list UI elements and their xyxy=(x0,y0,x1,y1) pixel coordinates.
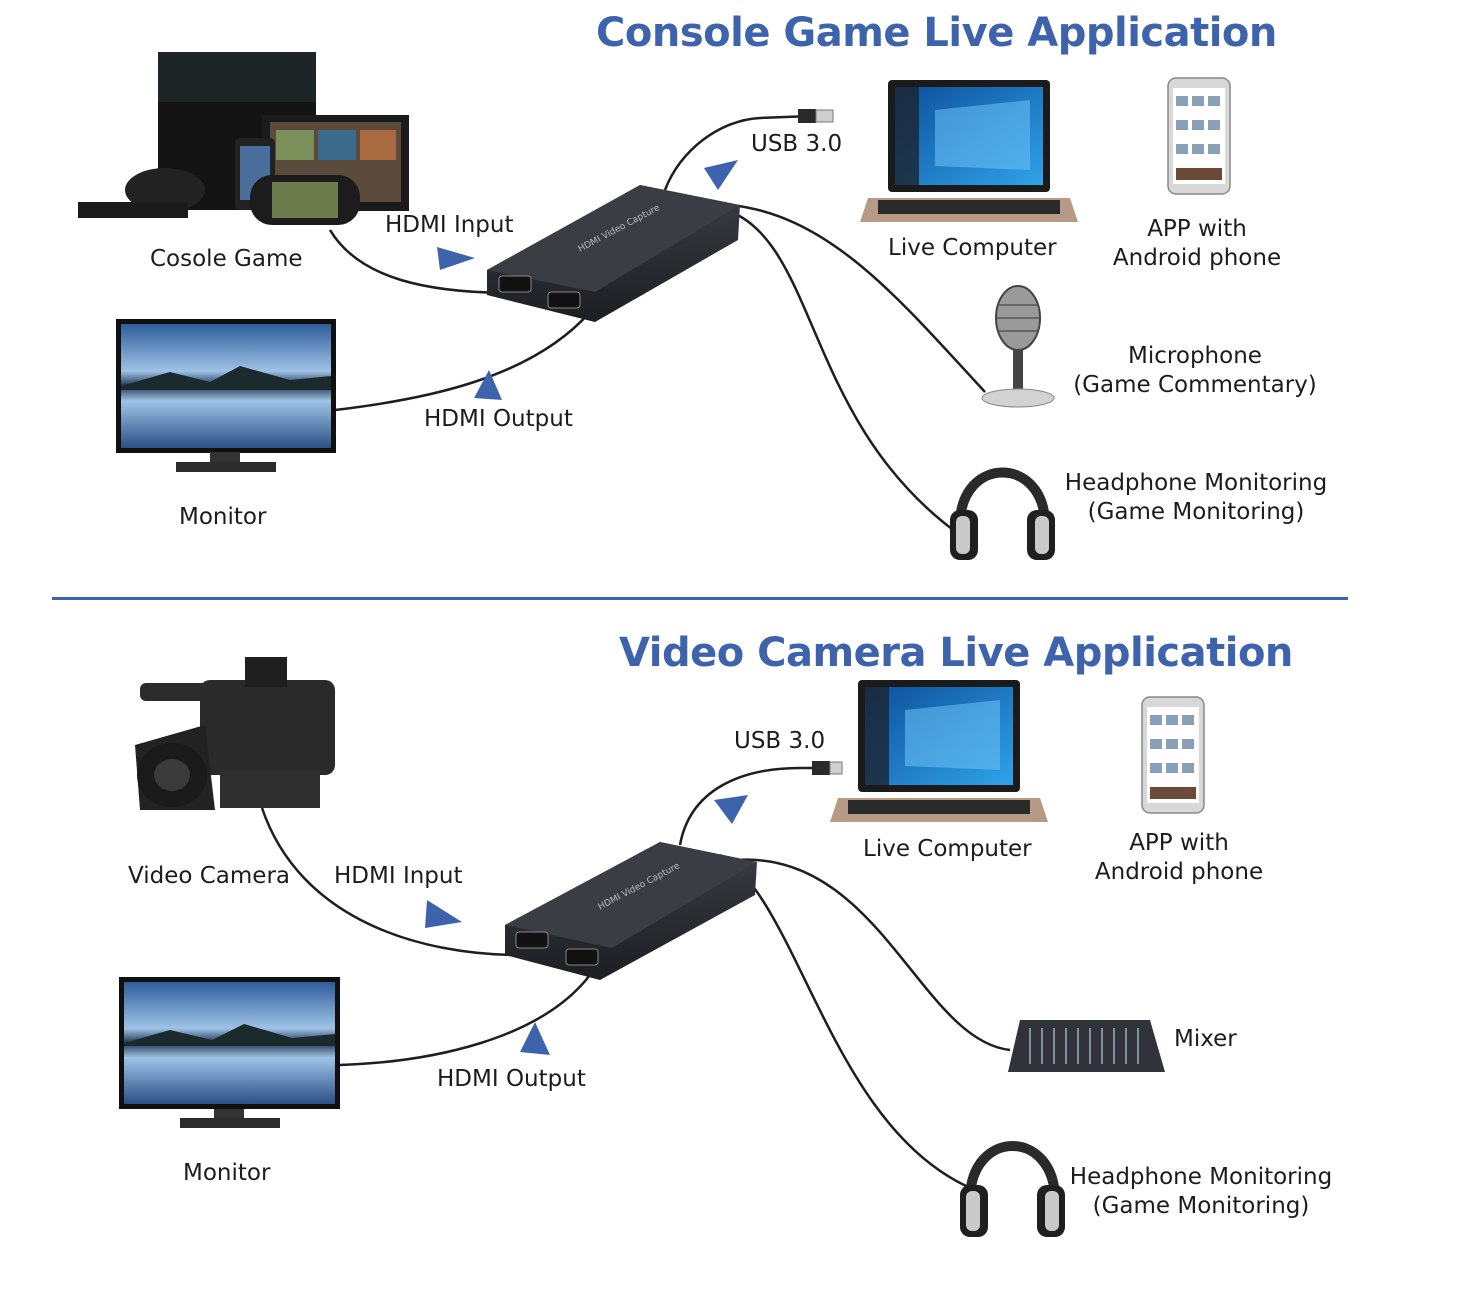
top-hdmi-input-label: HDMI Input xyxy=(385,212,514,238)
bottom-app-label-line2: Android phone xyxy=(1094,859,1264,885)
top-usb-label: USB 3.0 xyxy=(751,131,843,157)
mixer-label: Mixer xyxy=(1174,1026,1237,1052)
bottom-headphones-icon xyxy=(960,1141,1065,1237)
bottom-app-label: APP with Android phone xyxy=(1090,829,1268,887)
top-section-title: Console Game Live Application xyxy=(596,10,1277,56)
bottom-capture-card-icon: HDMI Video Capture xyxy=(505,842,757,980)
bottom-monitor-label: Monitor xyxy=(183,1160,271,1186)
bottom-cables xyxy=(260,766,1011,1192)
bottom-phone-icon xyxy=(1141,696,1205,814)
top-headphones-icon xyxy=(950,467,1055,560)
top-cables xyxy=(328,114,986,537)
top-monitor-icon xyxy=(116,319,336,472)
bottom-headphone-label: Headphone Monitoring (Game Monitoring) xyxy=(1063,1163,1339,1221)
bottom-monitor-icon xyxy=(119,977,340,1128)
console-game-label: Cosole Game xyxy=(150,246,303,272)
top-capture-card-icon: HDMI Video Capture xyxy=(487,185,740,322)
top-monitor-label: Monitor xyxy=(179,504,267,530)
top-headphone-label-line1: Headphone Monitoring xyxy=(1064,470,1328,496)
bottom-usb-label: USB 3.0 xyxy=(734,728,826,754)
top-headphone-label-line2: (Game Monitoring) xyxy=(1087,499,1305,525)
microphone-label: Microphone (Game Commentary) xyxy=(1066,342,1324,400)
bottom-headphone-label-line1: Headphone Monitoring xyxy=(1069,1164,1333,1190)
top-usb-plug-icon xyxy=(798,109,834,123)
video-camera-label: Video Camera xyxy=(128,863,291,889)
bottom-laptop-icon xyxy=(830,680,1048,822)
bottom-app-label-line1: APP with xyxy=(1129,830,1229,856)
bottom-hdmi-output-label: HDMI Output xyxy=(437,1066,586,1092)
top-laptop-icon xyxy=(860,80,1078,222)
bottom-headphone-label-line2: (Game Monitoring) xyxy=(1092,1193,1310,1219)
bottom-hdmi-input-label: HDMI Input xyxy=(334,863,463,889)
top-hdmi-output-label: HDMI Output xyxy=(424,406,573,432)
top-headphone-label: Headphone Monitoring (Game Monitoring) xyxy=(1058,469,1334,527)
section-divider xyxy=(52,597,1348,600)
bottom-live-computer-label: Live Computer xyxy=(863,836,1032,862)
bottom-section-title: Video Camera Live Application xyxy=(619,630,1293,676)
console-game-icon xyxy=(78,52,409,225)
microphone-label-line2: (Game Commentary) xyxy=(1073,372,1317,398)
top-phone-icon xyxy=(1167,77,1231,195)
top-live-computer-label: Live Computer xyxy=(888,235,1057,261)
top-app-label: APP with Android phone xyxy=(1108,215,1286,273)
bottom-usb-plug-icon xyxy=(812,761,843,775)
microphone-icon xyxy=(981,285,1055,408)
top-app-label-line2: Android phone xyxy=(1112,245,1282,271)
top-arrows xyxy=(437,160,738,400)
bottom-arrows xyxy=(425,795,748,1055)
mixer-icon xyxy=(1008,1020,1165,1072)
microphone-label-line1: Microphone xyxy=(1128,343,1262,369)
video-camera-icon xyxy=(135,657,335,810)
top-app-label-line1: APP with xyxy=(1147,216,1247,242)
